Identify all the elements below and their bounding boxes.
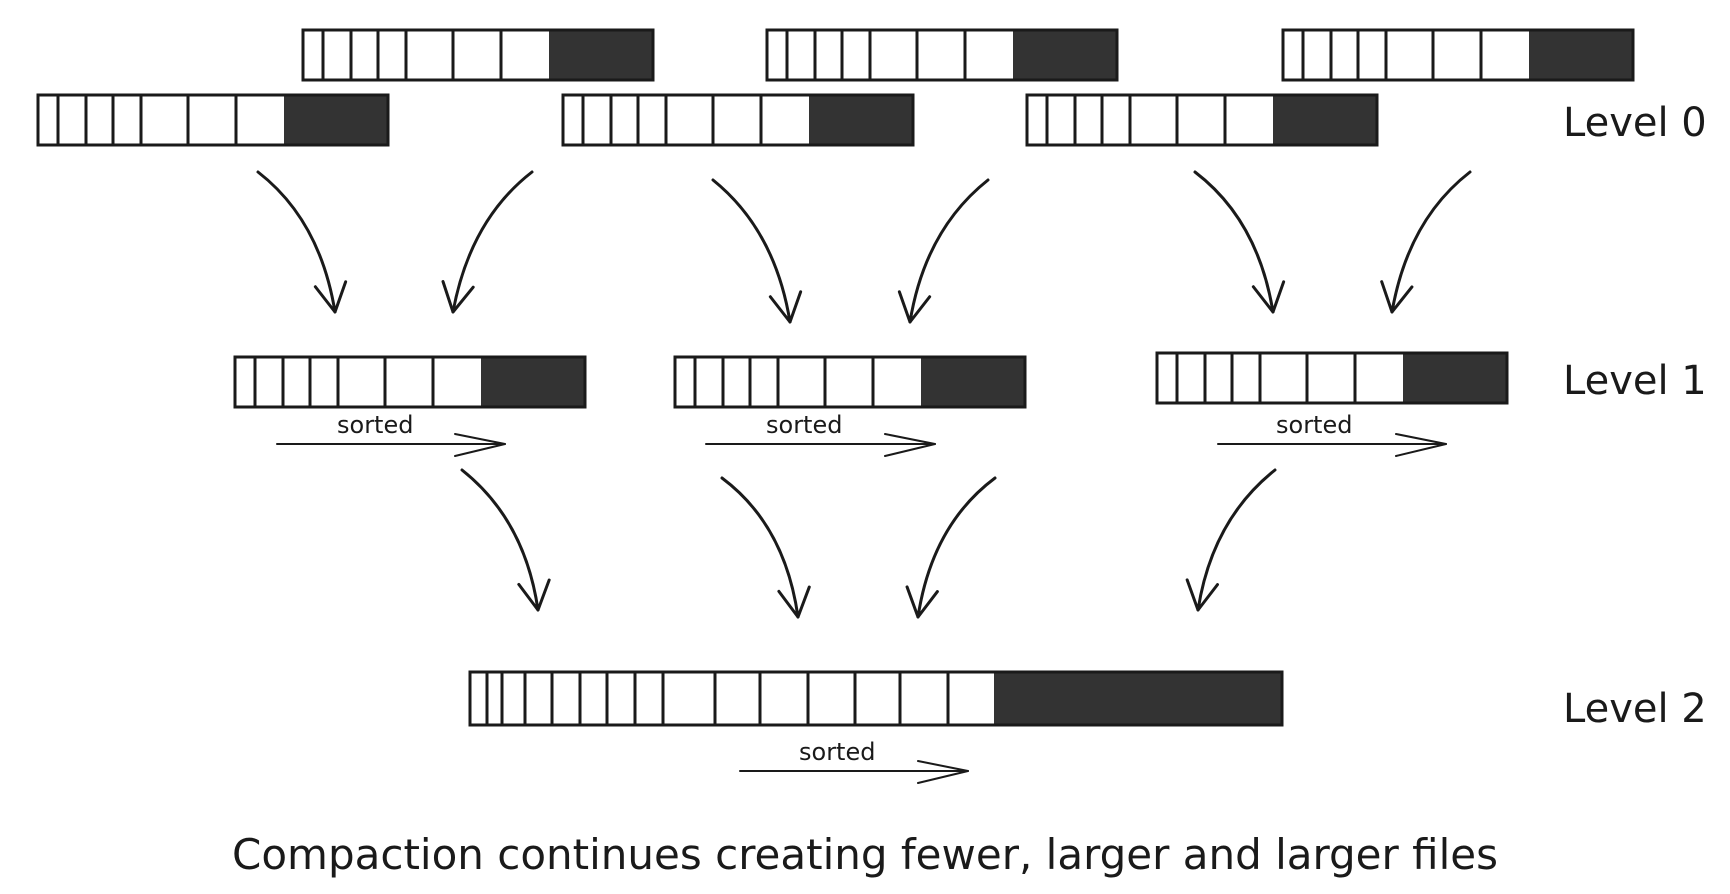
- compaction-arrow-l1-1: [460, 468, 551, 612]
- arrowhead: [1251, 280, 1286, 314]
- compaction-arrow-l0-4: [897, 178, 990, 324]
- arrow-shaft: [916, 476, 997, 619]
- level-1-label: Level 1: [1563, 358, 1707, 404]
- file-outline: [301, 28, 655, 82]
- file-outline: [468, 670, 1284, 727]
- file-filled-region: [1529, 30, 1633, 80]
- level-0-label: Level 0: [1563, 100, 1707, 146]
- level-0-file-6: [1025, 93, 1379, 147]
- arrowhead: [1395, 433, 1447, 457]
- sorted-label-l2: sorted: [799, 738, 876, 766]
- arrow-shaft: [908, 178, 990, 324]
- level-0-file-5: [561, 93, 915, 147]
- arrowhead: [1380, 280, 1414, 314]
- file-filled-region: [1013, 30, 1117, 80]
- sorted-arrow-l1-b: [705, 433, 936, 457]
- file-filled-region: [994, 672, 1282, 725]
- caption: Compaction continues creating fewer, lar…: [232, 830, 1498, 879]
- sorted-label-l1-c: sorted: [1276, 411, 1353, 439]
- file-filled-region: [284, 95, 388, 145]
- arrowhead: [1185, 578, 1219, 612]
- compaction-arrow-l1-3: [905, 476, 997, 619]
- level-0-file-1: [301, 28, 655, 82]
- arrowhead: [777, 585, 811, 619]
- level-1-file-3: [1155, 351, 1509, 405]
- arrowhead: [905, 585, 939, 619]
- arrowhead: [768, 290, 803, 324]
- sorted-arrow-l2: [739, 760, 969, 784]
- arrow-shaft: [256, 170, 337, 314]
- sorted-arrow-l1-c: [1217, 433, 1447, 457]
- compaction-arrow-l1-4: [1185, 468, 1277, 612]
- arrowhead: [441, 280, 475, 314]
- level-0-file-3: [1281, 28, 1635, 82]
- file-filled-region: [549, 30, 653, 80]
- file-outline: [765, 28, 1119, 82]
- arrow-shaft: [1193, 170, 1275, 314]
- compaction-arrow-l0-1: [256, 170, 348, 314]
- file-outline: [673, 355, 1027, 409]
- compaction-arrow-l0-2: [441, 170, 534, 314]
- sorted-label-l1-a: sorted: [337, 411, 414, 439]
- level-1-file-2: [673, 355, 1027, 409]
- compaction-arrow-l0-3: [711, 178, 803, 324]
- arrow-shaft: [460, 468, 540, 612]
- file-filled-region: [1273, 95, 1377, 145]
- arrowhead: [313, 280, 348, 314]
- level-2-file: [468, 670, 1284, 727]
- level-0-file-4: [36, 93, 390, 147]
- compaction-arrow-l0-6: [1380, 170, 1472, 314]
- compaction-arrow-l1-2: [720, 476, 811, 619]
- arrow-shaft: [711, 178, 792, 324]
- arrowhead: [454, 433, 506, 457]
- arrow-shaft: [1196, 468, 1277, 612]
- file-filled-region: [809, 95, 913, 145]
- level-0-file-2: [765, 28, 1119, 82]
- arrow-shaft: [451, 170, 534, 314]
- arrowhead: [917, 760, 969, 784]
- level-2-label: Level 2: [1563, 686, 1707, 732]
- file-outline: [233, 355, 587, 409]
- arrowhead: [897, 290, 932, 324]
- sorted-arrow-l1-a: [276, 433, 506, 457]
- file-outline: [36, 93, 390, 147]
- arrow-shaft: [1390, 170, 1472, 314]
- sorted-label-l1-b: sorted: [766, 411, 843, 439]
- file-outline: [561, 93, 915, 147]
- arrowhead: [517, 578, 551, 612]
- level-1-file-1: [233, 355, 587, 409]
- arrow-shaft: [720, 476, 800, 619]
- file-outline: [1025, 93, 1379, 147]
- file-outline: [1155, 351, 1509, 405]
- file-filled-region: [921, 357, 1025, 407]
- file-filled-region: [481, 357, 585, 407]
- compaction-arrow-l0-5: [1193, 170, 1286, 314]
- file-outline: [1281, 28, 1635, 82]
- arrowhead: [884, 433, 936, 457]
- file-filled-region: [1403, 353, 1507, 403]
